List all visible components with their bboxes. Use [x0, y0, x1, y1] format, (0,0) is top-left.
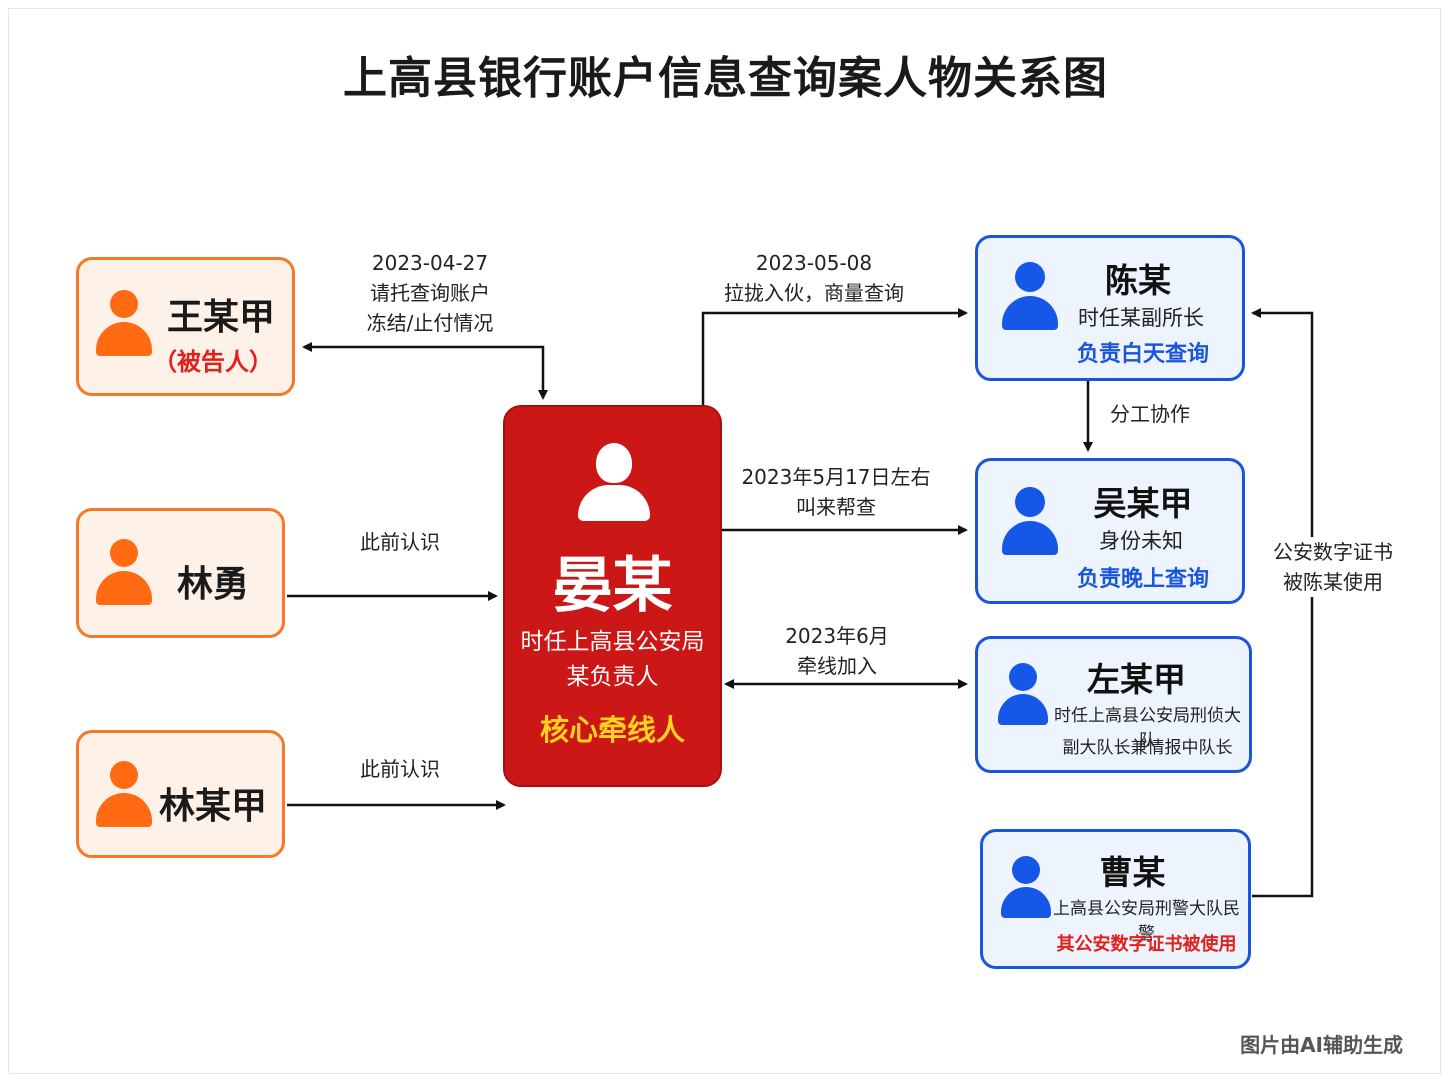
person-name: 曹某	[1099, 853, 1166, 892]
defendant-note: （被告人）	[153, 348, 273, 376]
edge-label-text: 被陈某使用	[1283, 570, 1383, 594]
edge-label-date: 2023年5月17日左右	[741, 465, 931, 489]
edge-label-division: 分工协作	[1110, 402, 1190, 426]
person-icon	[1001, 856, 1051, 918]
node-wang-mou-jia: 王某甲 （被告人）	[76, 257, 295, 396]
edge-label-text: 冻结/止付情况	[366, 311, 494, 335]
edge-label-date: 2023-04-27	[371, 251, 489, 275]
person-role: 时任某副所长	[1078, 306, 1204, 330]
edge-label-zuo: 2023年6月 牵线加入	[737, 621, 937, 681]
person-name: 左某甲	[1087, 660, 1186, 699]
edge-label-text: 拉拢入伙，商量查询	[724, 281, 904, 305]
center-role-line2: 某负责人	[566, 664, 659, 690]
edge-label-text: 请托查询账户	[370, 281, 490, 305]
edge-label-linmoujia: 此前认识	[360, 757, 440, 781]
edge-label-date: 2023年6月	[785, 624, 889, 648]
person-name: 吴某甲	[1093, 484, 1193, 523]
center-name: 晏某	[552, 551, 673, 621]
edge-label-text: 叫来帮查	[796, 495, 876, 519]
person-icon	[1002, 262, 1058, 330]
edge-label-text: 牵线加入	[797, 654, 877, 678]
edge-label-wu: 2023年5月17日左右 叫来帮查	[726, 462, 946, 522]
edge-label-cert: 公安数字证书 被陈某使用	[1258, 537, 1408, 597]
diagram-frame	[8, 8, 1441, 1074]
person-icon	[578, 443, 650, 521]
person-icon	[1002, 487, 1058, 555]
edge-wang	[302, 342, 548, 400]
node-wu-mou-jia: 吴某甲 身份未知 负责晚上查询	[975, 458, 1245, 604]
edge-label-wang: 2023-04-27 请托查询账户 冻结/止付情况	[330, 248, 530, 338]
person-role: 上高县公安局刑警大队民警	[1053, 899, 1240, 944]
center-tag: 核心牵线人	[539, 713, 685, 747]
node-cao-mou: 曹某 上高县公安局刑警大队民警 其公安数字证书被使用	[980, 829, 1251, 969]
person-duty: 负责白天查询	[1076, 342, 1209, 367]
edge-chen	[701, 308, 968, 405]
person-name: 王某甲	[167, 297, 276, 338]
center-role-line1: 时任上高县公安局	[520, 629, 705, 655]
person-icon	[96, 290, 152, 356]
edge-label-linyong: 此前认识	[360, 530, 440, 554]
edge-cert	[1251, 308, 1314, 898]
cert-used-note: 其公安数字证书被使用	[1056, 934, 1237, 955]
person-name: 林某甲	[159, 786, 268, 827]
node-yan-mou: 晏某 时任上高县公安局 某负责人 核心牵线人	[503, 405, 722, 787]
person-role: 身份未知	[1099, 529, 1183, 553]
node-lin-mou-jia: 林某甲	[76, 730, 285, 858]
person-duty: 负责晚上查询	[1076, 567, 1209, 592]
edge-label-chen: 2023-05-08 拉拢入伙，商量查询	[704, 248, 924, 308]
person-icon	[96, 761, 152, 827]
person-name: 陈某	[1105, 261, 1171, 300]
person-icon	[96, 539, 152, 605]
diagram-title: 上高县银行账户信息查询案人物关系图	[343, 53, 1108, 104]
node-zuo-mou-jia: 左某甲 时任上高县公安局刑侦大队 副大队长兼情报中队长	[975, 636, 1252, 773]
edge-label-date: 2023-05-08	[755, 251, 873, 275]
person-icon	[998, 663, 1048, 725]
person-name: 林勇	[177, 564, 250, 605]
edge-label-text: 公安数字证书	[1273, 540, 1393, 564]
node-chen-mou: 陈某 时任某副所长 负责白天查询	[975, 235, 1245, 381]
node-lin-yong: 林勇	[76, 508, 285, 638]
person-role-2: 副大队长兼情报中队长	[1062, 738, 1233, 758]
ai-credit: 图片由AI辅助生成	[1240, 1033, 1403, 1057]
person-role: 时任上高县公安局刑侦大队	[1054, 706, 1241, 751]
